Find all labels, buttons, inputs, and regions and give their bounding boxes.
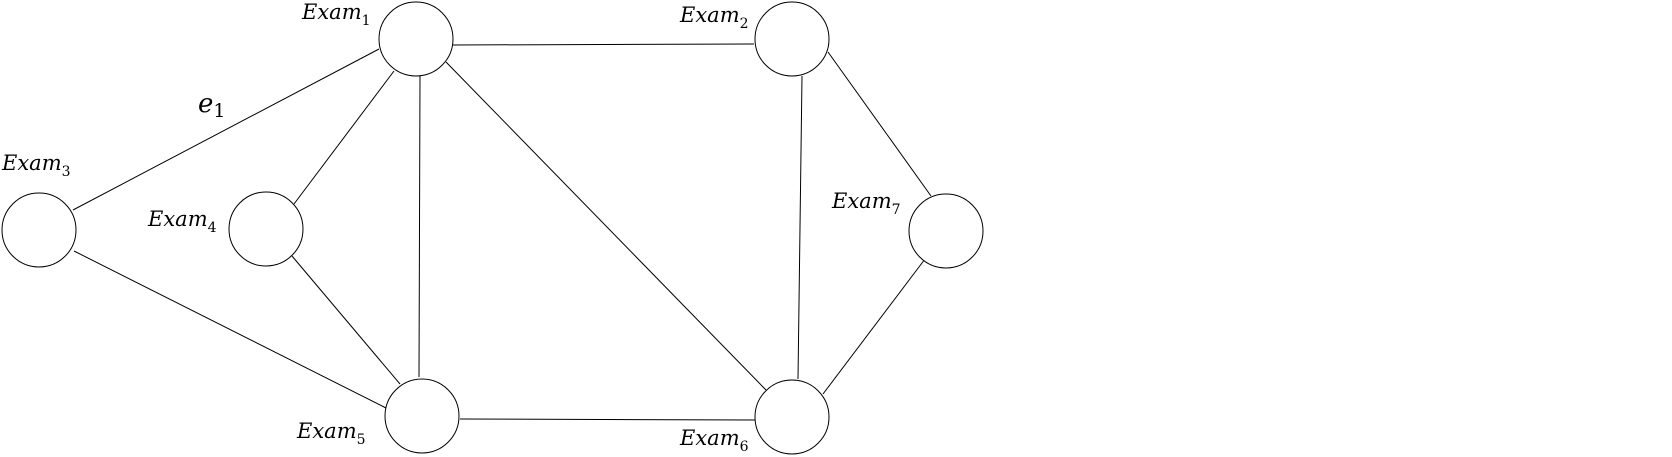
edge-exam3-exam5 bbox=[73, 250, 387, 409]
label-exam1: Exam1 bbox=[301, 0, 371, 29]
label-exam7: Exam7 bbox=[831, 189, 901, 218]
label-exam3: Exam3 bbox=[1, 151, 71, 180]
edge-exam1-exam2 bbox=[451, 43, 755, 46]
node-exam1[interactable] bbox=[378, 1, 454, 77]
node-labels: Exam1 Exam2 Exam3 Exam4 Exam5 Exam6 Exam… bbox=[1, 0, 901, 455]
node-exam4[interactable] bbox=[228, 191, 304, 267]
node-exam2[interactable] bbox=[754, 1, 830, 77]
edge-exam6-exam7 bbox=[822, 258, 926, 395]
node-exam7[interactable] bbox=[908, 193, 984, 269]
edge-exam1-exam4 bbox=[293, 70, 395, 205]
edge-exam1-exam6 bbox=[445, 61, 767, 391]
edge-exam2-exam6 bbox=[797, 75, 803, 380]
edges bbox=[72, 43, 932, 421]
edge-exam5-exam6 bbox=[459, 418, 756, 421]
label-exam4: Exam4 bbox=[147, 207, 217, 236]
edge-exam2-exam7 bbox=[827, 51, 932, 197]
label-exam2: Exam2 bbox=[679, 3, 749, 32]
edge-label-e1: e1 bbox=[198, 89, 225, 122]
edge-exam1-exam5 bbox=[418, 75, 421, 378]
node-exam3[interactable] bbox=[1, 192, 77, 268]
edge-exam3-exam1 bbox=[72, 48, 380, 211]
node-exam6[interactable] bbox=[754, 379, 830, 455]
edge-exam4-exam5 bbox=[291, 255, 401, 385]
label-exam5: Exam5 bbox=[296, 419, 366, 448]
node-exam5[interactable] bbox=[384, 378, 460, 454]
nodes bbox=[1, 1, 984, 455]
label-exam6: Exam6 bbox=[679, 426, 749, 455]
